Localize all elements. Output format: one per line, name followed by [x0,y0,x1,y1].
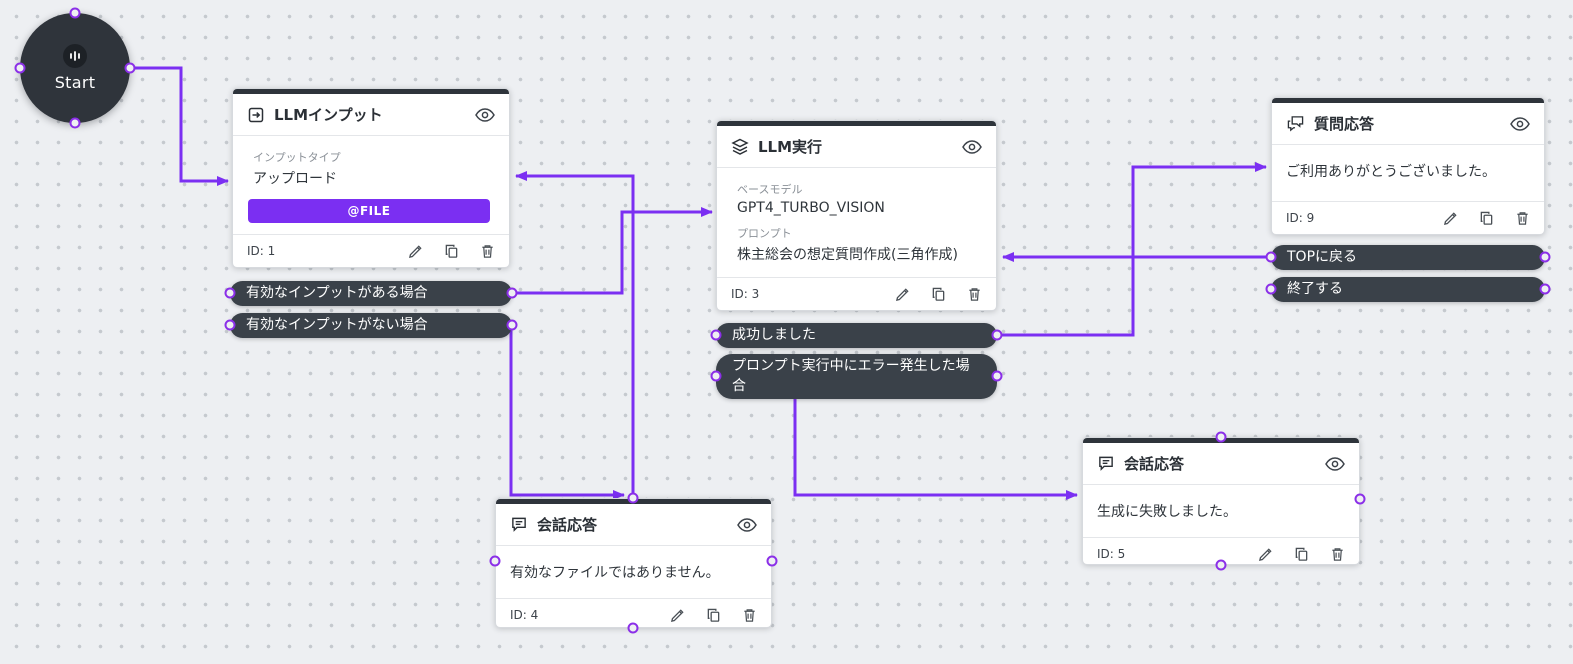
node-question-response[interactable]: 質問応答 ご利用ありがとうございました。 ID: 9 [1271,97,1545,235]
connection-port[interactable] [991,370,1003,382]
field-value: アップロード [253,171,337,187]
node-llm-exec[interactable]: LLM実行 ベースモデル GPT4_TURBO_VISION プロンプト 株主総… [716,120,997,311]
branch-pill-exec-error[interactable]: プロンプト実行中にエラー発生した場合 [716,354,997,399]
grip-icon [63,44,87,68]
node-title: LLM実行 [758,138,823,156]
duplicate-icon[interactable] [931,287,946,302]
edit-pencil-icon[interactable] [1443,211,1458,226]
edge-input-invalid-to-chat4[interactable] [509,325,625,500]
connection-port[interactable] [489,555,501,567]
connection-port[interactable] [14,62,26,74]
node-title: LLMインプット [274,106,383,124]
field-label: ベースモデル [737,183,803,196]
connection-port[interactable] [1265,283,1277,295]
eye-icon[interactable] [1510,116,1530,131]
field-label: インプットタイプ [253,151,341,164]
connection-port[interactable] [1215,559,1227,571]
connection-port[interactable] [224,287,236,299]
connection-port[interactable] [69,7,81,19]
edge-input-valid-to-llm-exec[interactable] [512,207,713,295]
start-label: Start [54,73,96,92]
edit-pencil-icon[interactable] [670,608,685,623]
node-llm-input[interactable]: LLMインプット インプットタイプ アップロード @FILE ID: 1 [232,88,510,268]
file-button[interactable]: @FILE [248,199,490,223]
field-value: GPT4_TURBO_VISION [737,200,885,216]
connection-port[interactable] [766,555,778,567]
connection-port[interactable] [627,492,639,504]
edge-start-to-llm-input[interactable] [130,66,229,186]
node-top-bar [1272,98,1544,103]
chat-bubble-icon [510,516,528,533]
edit-pencil-icon[interactable] [895,287,910,302]
trash-icon[interactable] [1330,546,1345,562]
connection-port[interactable] [1215,431,1227,443]
node-chat-response-4[interactable]: 会話応答 有効なファイルではありません。 ID: 4 [495,498,772,628]
node-id: ID: 5 [1097,547,1126,561]
node-title: 会話応答 [537,516,598,534]
eye-icon[interactable] [475,107,495,122]
layers-icon [731,138,749,156]
branch-pill-exec-success[interactable]: 成功しました [716,323,997,348]
duplicate-icon[interactable] [1479,211,1494,226]
eye-icon[interactable] [962,139,982,154]
start-node[interactable]: Start [20,13,130,123]
trash-icon[interactable] [1515,210,1530,226]
branch-pill-input-invalid[interactable]: 有効なインプットがない場合 [230,313,512,338]
node-top-bar [717,121,996,126]
node-id: ID: 4 [510,608,539,622]
eye-icon[interactable] [1325,456,1345,471]
node-top-bar [233,89,509,94]
trash-icon[interactable] [967,286,982,302]
duplicate-icon[interactable] [1294,547,1309,562]
node-title: 質問応答 [1314,115,1375,133]
connection-port[interactable] [124,62,136,74]
field-value: 株主総会の想定質問作成(三角作成) [737,247,958,263]
connection-port[interactable] [627,622,639,634]
connection-port[interactable] [710,370,722,382]
connection-port[interactable] [710,329,722,341]
trash-icon[interactable] [480,243,495,259]
node-id: ID: 3 [731,287,760,301]
trash-icon[interactable] [742,607,757,623]
duplicate-icon[interactable] [444,244,459,259]
node-chat-response-5[interactable]: 会話応答 生成に失敗しました。 ID: 5 [1082,437,1360,565]
connection-port[interactable] [991,329,1003,341]
branch-pill-finish[interactable]: 終了する [1271,277,1545,302]
duplicate-icon[interactable] [706,608,721,623]
node-id: ID: 1 [247,244,276,258]
connection-port[interactable] [506,287,518,299]
chat-bubble-icon [1097,455,1115,472]
eye-icon[interactable] [737,517,757,532]
node-id: ID: 9 [1286,211,1315,225]
connection-port[interactable] [1539,251,1551,263]
branch-pill-back-to-top[interactable]: TOPに戻る [1271,245,1545,270]
input-box-icon [247,106,265,124]
edit-pencil-icon[interactable] [408,244,423,259]
edge-exec-success-to-question[interactable] [997,162,1267,337]
node-title: 会話応答 [1124,455,1185,473]
edit-pencil-icon[interactable] [1258,547,1273,562]
response-text: ご利用ありがとうございました。 [1286,164,1496,180]
connection-port[interactable] [1539,283,1551,295]
response-text: 有効なファイルではありません。 [510,565,720,581]
edge-exec-error-to-chat5[interactable] [793,399,1078,500]
connection-port[interactable] [506,319,518,331]
field-label: プロンプト [737,227,792,240]
edge-chat4-loop-to-llm-input[interactable] [515,171,635,494]
branch-pill-input-valid[interactable]: 有効なインプットがある場合 [230,281,512,306]
connection-port[interactable] [224,319,236,331]
connection-port[interactable] [69,117,81,129]
qa-bubbles-icon [1286,115,1305,132]
connection-port[interactable] [1354,493,1366,505]
connection-port[interactable] [1265,251,1277,263]
response-text: 生成に失敗しました。 [1097,504,1237,520]
